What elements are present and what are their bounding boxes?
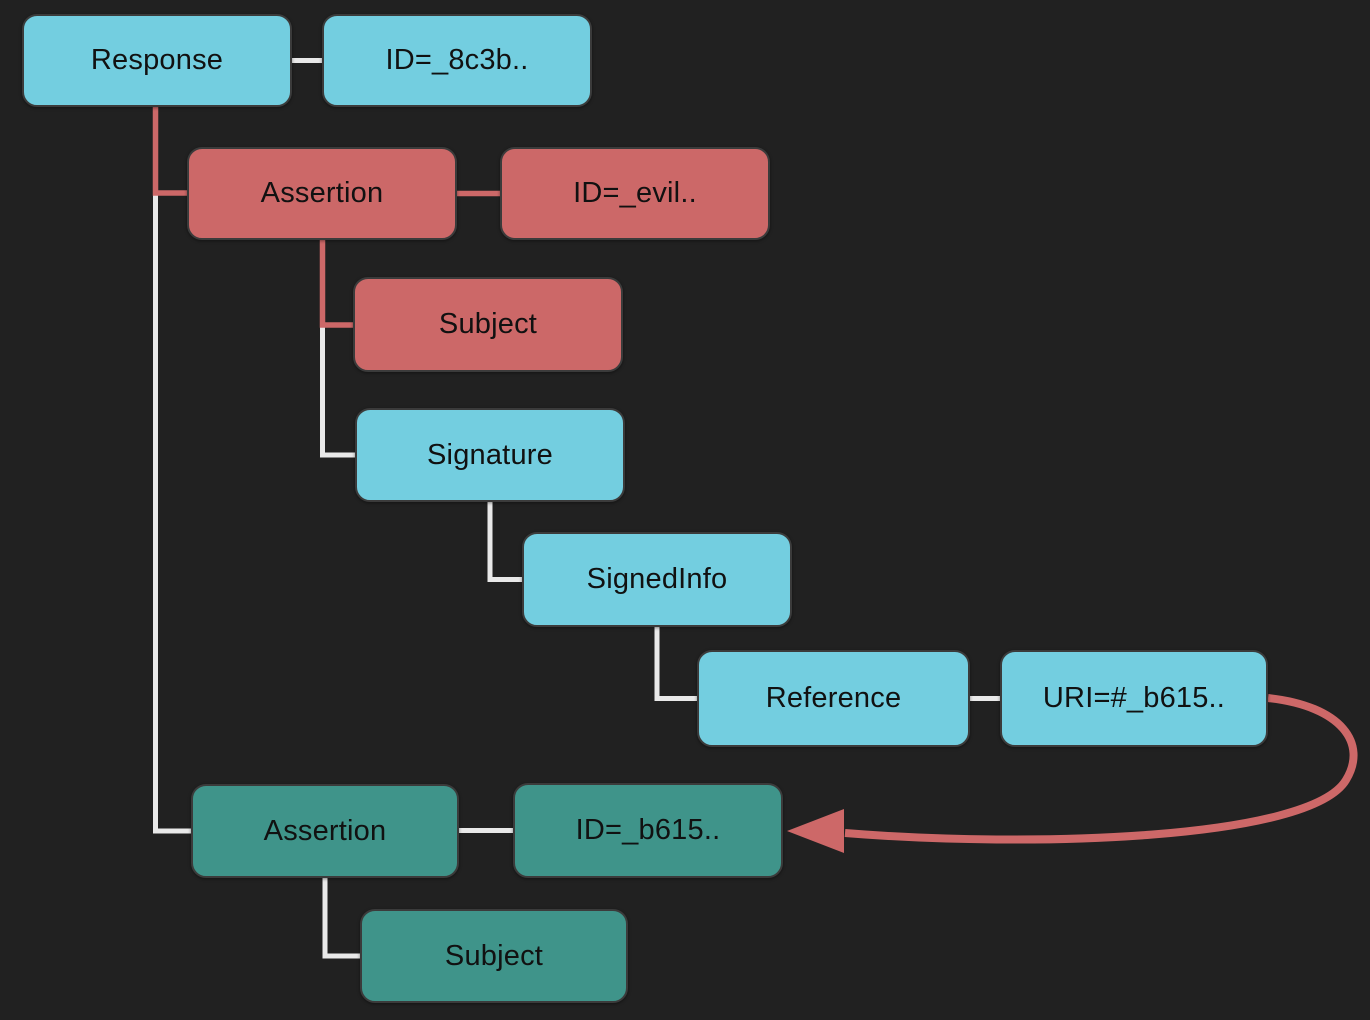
node-response-id: ID=_8c3b..	[322, 14, 592, 107]
edge-assertion-evil-signature	[320, 325, 355, 458]
edge-response-assertion-orig	[153, 193, 191, 834]
node-reference-uri: URI=#_b615..	[1000, 650, 1268, 747]
edge-response-assertion-evil	[152, 107, 187, 196]
node-assertion-orig: Assertion	[191, 784, 459, 878]
edge-signedinfo-reference	[654, 627, 697, 701]
node-assertion-evil: Assertion	[187, 147, 457, 240]
node-subject-evil: Subject	[353, 277, 623, 372]
node-reference: Reference	[697, 650, 970, 747]
edge-assertion-orig-subject	[322, 878, 360, 959]
node-response: Response	[22, 14, 292, 107]
node-signature: Signature	[355, 408, 625, 502]
reference-arrow-curve	[844, 694, 1358, 844]
node-signedinfo: SignedInfo	[522, 532, 792, 627]
node-assertion-orig-id: ID=_b615..	[513, 783, 783, 878]
node-assertion-evil-id: ID=_evil..	[500, 147, 770, 240]
edge-assertion-evil-subject	[319, 240, 353, 328]
reference-arrowhead	[787, 809, 844, 853]
node-subject-orig: Subject	[360, 909, 628, 1003]
edge-signature-signedinfo	[487, 502, 522, 582]
